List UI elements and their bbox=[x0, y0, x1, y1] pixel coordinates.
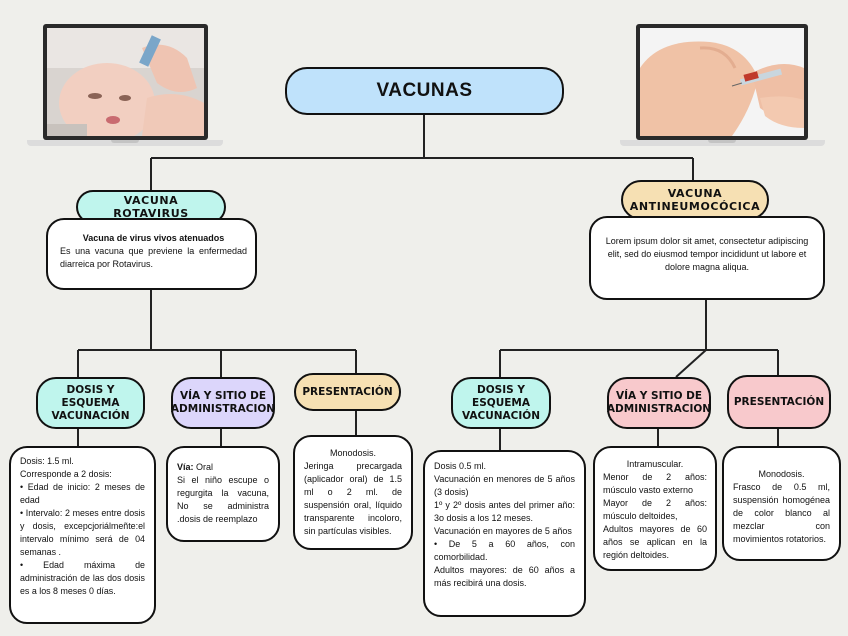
left-dosis-box: Dosis: 1.5 ml. Corresponde a 2 dosis: • … bbox=[9, 446, 156, 624]
left-dosis-line: • Intervalo: 2 meses entre dosis y dosis… bbox=[20, 508, 145, 557]
right-laptop-image bbox=[620, 24, 825, 148]
right-dosis-box: Dosis 0.5 ml. Vacunación en menores de 5… bbox=[423, 450, 586, 617]
right-dosis-label: DOSIS Y ESQUEMA VACUNACIÓN bbox=[461, 383, 540, 422]
left-presentacion-line: Jeringa precargada (aplicador oral) de 1… bbox=[304, 461, 402, 536]
right-dosis-node: DOSIS Y ESQUEMA VACUNACIÓN bbox=[451, 377, 551, 429]
left-presentacion-label: PRESENTACIÓN bbox=[302, 385, 393, 398]
left-via-first: Oral bbox=[193, 462, 214, 472]
left-presentacion-line: Monodosis. bbox=[329, 448, 377, 458]
right-via-label: VÍA Y SITIO DE ADMINISTRACION bbox=[606, 390, 712, 415]
left-via-label: VÍA Y SITIO DE ADMINISTRACION bbox=[170, 390, 276, 415]
right-dosis-line: 1º y 2º dosis antes del primer año: 3o d… bbox=[434, 500, 575, 523]
right-via-line: Mayor de 2 años: músculo deltoides, bbox=[603, 498, 707, 521]
antineumococica-heading-text: VACUNA ANTINEUMOCÓCICA bbox=[629, 187, 761, 213]
left-laptop-image bbox=[27, 24, 223, 148]
baby-vaccine-photo bbox=[47, 28, 204, 143]
left-dosis-node: DOSIS Y ESQUEMA VACUNACIÓN bbox=[36, 377, 145, 429]
right-dosis-line: Vacunación en menores de 5 años (3 dosis… bbox=[434, 474, 575, 497]
right-dosis-line: Vacunación en mayores de 5 años bbox=[434, 526, 572, 536]
right-presentacion-box: Monodosis. Frasco de 0.5 ml, suspensión … bbox=[722, 446, 841, 561]
right-presentacion-node: PRESENTACIÓN bbox=[727, 375, 831, 429]
right-presentacion-line: Monodosis. bbox=[758, 469, 805, 479]
left-via-node: VÍA Y SITIO DE ADMINISTRACION bbox=[171, 377, 275, 429]
left-dosis-line: Dosis: 1.5 ml. bbox=[20, 456, 74, 466]
left-presentacion-box: Monodosis. Jeringa precargada (aplicador… bbox=[293, 435, 413, 550]
rotavirus-heading-text: VACUNA ROTAVIRUS bbox=[113, 194, 189, 220]
right-dosis-line: • De 5 a 60 años, con comorbilidad. bbox=[434, 539, 575, 562]
antineumococica-desc-text: Lorem ipsum dolor sit amet, consectetur … bbox=[605, 236, 809, 272]
left-dosis-line: • Edad de inicio: 2 meses de edad bbox=[20, 482, 145, 505]
left-via-text: Si el niño escupe o regurgita la vacuna,… bbox=[177, 475, 269, 524]
right-presentacion-line: Frasco de 0.5 ml, suspensión homogénea d… bbox=[733, 482, 830, 544]
right-via-line: Adultos mayores de 60 años se aplican en… bbox=[603, 524, 707, 560]
right-presentacion-label: PRESENTACIÓN bbox=[733, 395, 825, 408]
right-via-box: Intramuscular. Menor de 2 años: músculo … bbox=[593, 446, 717, 571]
left-via-bold: Vía: bbox=[177, 462, 194, 472]
left-dosis-line: Corresponde a 2 dosis: bbox=[20, 469, 112, 479]
rotavirus-desc-text: Es una vacuna que previene la enfermedad… bbox=[60, 246, 247, 269]
title-node: VACUNAS bbox=[285, 67, 564, 115]
right-dosis-line: Adultos mayores: de 60 años a más recibi… bbox=[434, 565, 575, 588]
right-via-line: Intramuscular. bbox=[626, 459, 684, 469]
rotavirus-desc-bold: Vacuna de virus vivos atenuados bbox=[82, 233, 225, 243]
antineumococica-description: Lorem ipsum dolor sit amet, consectetur … bbox=[589, 216, 825, 300]
left-presentacion-node: PRESENTACIÓN bbox=[294, 373, 401, 411]
rotavirus-description: Vacuna de virus vivos atenuados Es una v… bbox=[46, 218, 257, 290]
right-dosis-line: Dosis 0.5 ml. bbox=[434, 461, 487, 471]
right-via-node: VÍA Y SITIO DE ADMINISTRACION bbox=[607, 377, 711, 429]
left-dosis-line: • Edad máxima de administración de las d… bbox=[20, 560, 145, 596]
antineumococica-heading: VACUNA ANTINEUMOCÓCICA bbox=[621, 180, 769, 220]
title-text: VACUNAS bbox=[376, 80, 473, 101]
injection-photo bbox=[640, 28, 804, 136]
right-via-line: Menor de 2 años: músculo vasto externo bbox=[603, 472, 707, 495]
left-via-box: Vía: Oral Si el niño escupe o regurgita … bbox=[166, 446, 280, 542]
left-dosis-label: DOSIS Y ESQUEMA VACUNACIÓN bbox=[51, 383, 130, 422]
